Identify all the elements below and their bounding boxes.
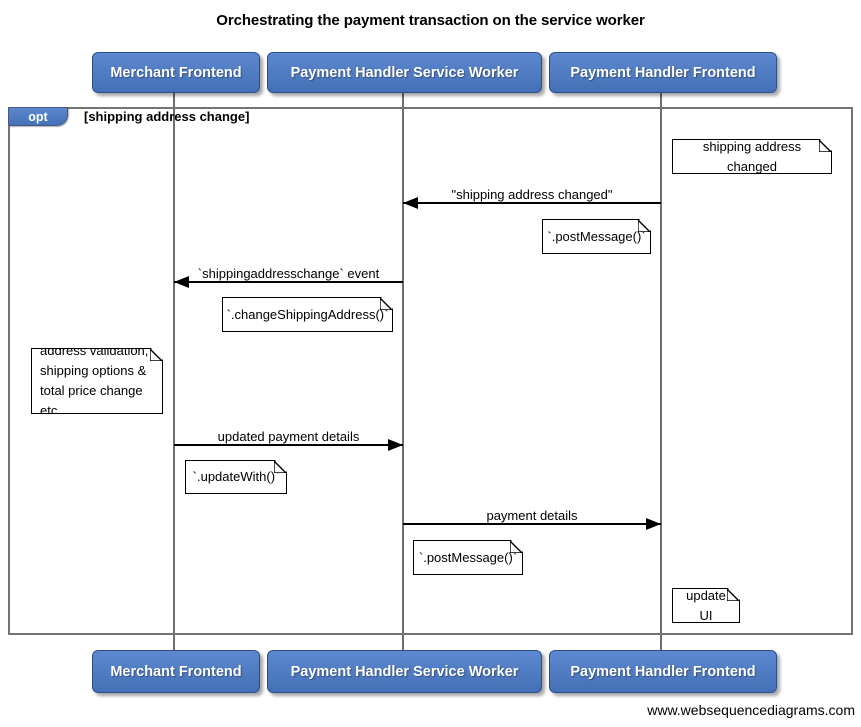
note-update-ui: update UI (672, 588, 740, 623)
actor-top-merchant-frontend: Merchant Frontend (92, 52, 260, 93)
note-changeshippingaddress: `.changeShippingAddress()` (222, 297, 393, 332)
lifeline-payment-handler-service-worker (402, 92, 404, 650)
actor-bottom-merchant-frontend: Merchant Frontend (92, 650, 260, 693)
opt-operator-label: opt (28, 109, 48, 124)
note-postmessage-1: `.postMessage()` (542, 219, 651, 254)
note-text: `.updateWith()` (192, 469, 280, 484)
message-label-updated-payment-details: updated payment details (217, 429, 360, 444)
note-postmessage-2: `.postMessage()` (413, 540, 523, 575)
message-label-shipping-address-changed: "shipping address changed" (451, 187, 613, 202)
note-updatewith: `.updateWith()` (185, 460, 287, 494)
watermark-url: www.websequencediagrams.com (647, 702, 855, 718)
message-line (403, 523, 661, 525)
lifeline-payment-handler-frontend (660, 92, 662, 650)
note-fold-icon (380, 298, 392, 310)
actor-label: Merchant Frontend (110, 64, 242, 81)
note-fold-icon (150, 349, 162, 361)
opt-fragment-operator-tab: opt (8, 107, 68, 126)
actor-label: Merchant Frontend (110, 663, 242, 680)
actor-bottom-payment-handler-service-worker: Payment Handler Service Worker (267, 650, 542, 693)
note-text: shipping address changed (702, 138, 802, 174)
note-text: `.postMessage()` (418, 549, 518, 565)
note-text: update UI (686, 587, 726, 623)
note-shipping-address-changed: shipping address changed (672, 139, 832, 174)
message-label-payment-details: payment details (486, 508, 578, 523)
message-line (403, 202, 661, 204)
message-line (174, 281, 403, 283)
actor-top-payment-handler-frontend: Payment Handler Frontend (549, 52, 777, 93)
actor-label: Payment Handler Service Worker (290, 64, 519, 81)
note-fold-icon (274, 461, 286, 473)
arrowhead-right-icon (388, 439, 403, 451)
note-text: address validation, shipping options & t… (40, 343, 149, 418)
arrowhead-right-icon (646, 518, 661, 530)
note-fold-icon (638, 220, 650, 232)
note-address-validation: address validation, shipping options & t… (31, 348, 163, 414)
opt-fragment-frame (8, 107, 853, 635)
note-fold-icon (727, 589, 739, 601)
message-label-shippingaddresschange-event: `shippingaddresschange` event (197, 266, 380, 281)
lifeline-merchant-frontend (173, 92, 175, 650)
actor-label: Payment Handler Frontend (570, 663, 756, 680)
note-text: `.postMessage()` (547, 228, 646, 244)
note-fold-icon (819, 140, 831, 152)
opt-fragment-condition: [shipping address change] (84, 109, 250, 124)
actor-bottom-payment-handler-frontend: Payment Handler Frontend (549, 650, 777, 693)
actor-label: Payment Handler Service Worker (290, 663, 519, 680)
actor-top-payment-handler-service-worker: Payment Handler Service Worker (267, 52, 542, 93)
actor-label: Payment Handler Frontend (570, 64, 756, 81)
arrowhead-left-icon (403, 197, 418, 209)
diagram-title: Orchestrating the payment transaction on… (216, 12, 645, 29)
note-fold-icon (510, 541, 522, 553)
note-text: `.changeShippingAddress()` (226, 306, 389, 322)
arrowhead-left-icon (174, 276, 189, 288)
message-line (174, 444, 403, 446)
